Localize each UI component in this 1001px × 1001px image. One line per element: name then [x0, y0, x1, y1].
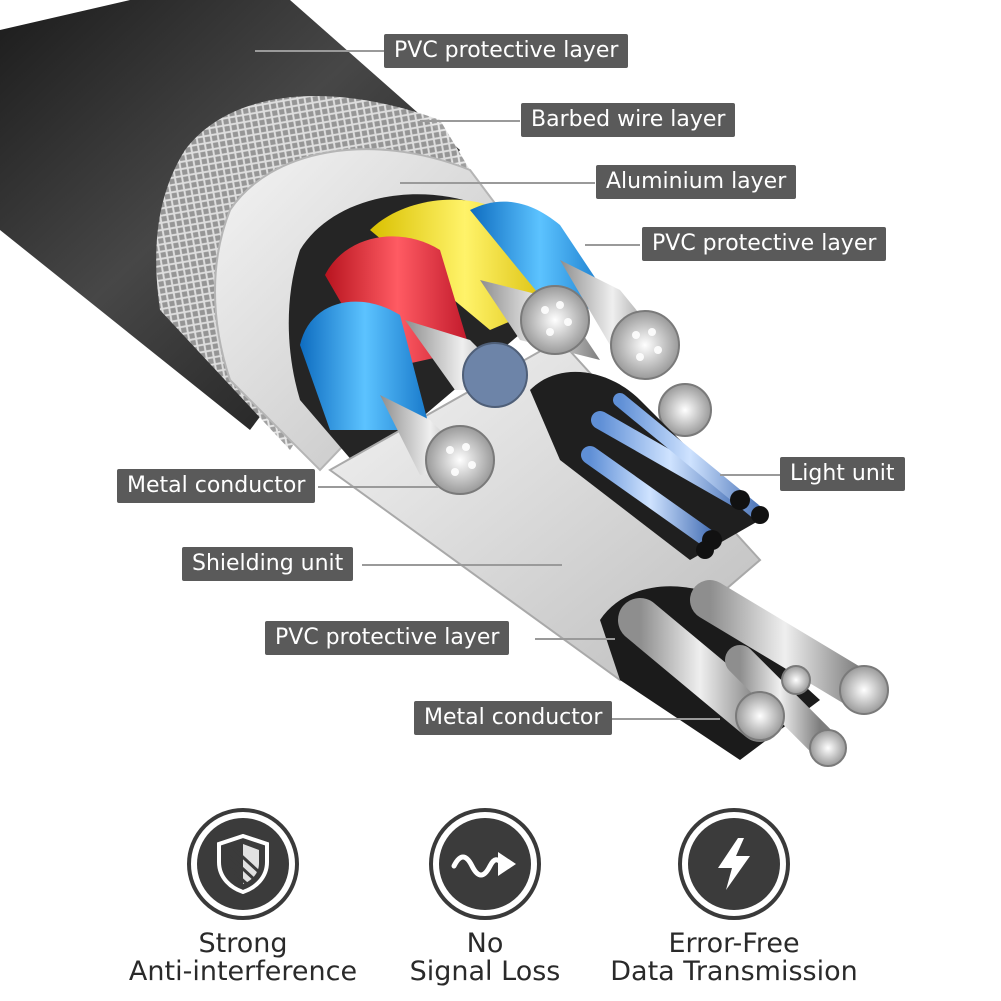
feature-signal: No Signal Loss	[345, 808, 625, 986]
leader-line	[362, 564, 562, 566]
label-pvc-outer: PVC protective layer	[384, 34, 629, 68]
light-unit-tube	[530, 371, 760, 560]
leader-line	[255, 50, 385, 52]
lightning-icon	[718, 838, 750, 890]
wave-arrow-icon	[451, 852, 516, 878]
blue-wire-bottom	[300, 301, 430, 430]
feature-anti-interference: Strong Anti-interference	[103, 808, 383, 986]
feature-badge	[187, 808, 299, 920]
leader-line	[610, 718, 720, 720]
shield-icon	[217, 834, 269, 894]
fiber-strands	[581, 393, 769, 559]
leader-line	[318, 486, 438, 488]
blue-wire-top	[470, 201, 610, 320]
feature-line: Error-Free	[668, 928, 800, 959]
feature-line: Signal Loss	[409, 956, 561, 987]
leader-line	[400, 182, 595, 184]
feature-line: Strong	[198, 928, 288, 959]
label-aluminium: Aluminium layer	[596, 165, 797, 199]
label-light-unit: Light unit	[780, 457, 905, 491]
leader-line	[420, 120, 520, 122]
label-metal-conductor-2: Metal conductor	[414, 701, 613, 735]
feature-line: Data Transmission	[610, 956, 858, 987]
label-pvc-inner: PVC protective layer	[642, 227, 887, 261]
leader-line	[720, 474, 780, 476]
label-metal-conductor-1: Metal conductor	[117, 469, 316, 503]
feature-badge	[678, 808, 790, 920]
leader-line	[535, 638, 615, 640]
feature-line: Anti-interference	[128, 956, 358, 987]
cable-illustration	[0, 0, 889, 767]
label-shielding: Shielding unit	[182, 547, 354, 581]
feature-data: Error-Free Data Transmission	[594, 808, 874, 986]
feature-badge	[429, 808, 541, 920]
leader-line	[585, 244, 640, 246]
label-pvc-bottom: PVC protective layer	[265, 621, 510, 655]
label-barbed-wire: Barbed wire layer	[521, 103, 736, 137]
feature-line: No	[466, 928, 504, 959]
